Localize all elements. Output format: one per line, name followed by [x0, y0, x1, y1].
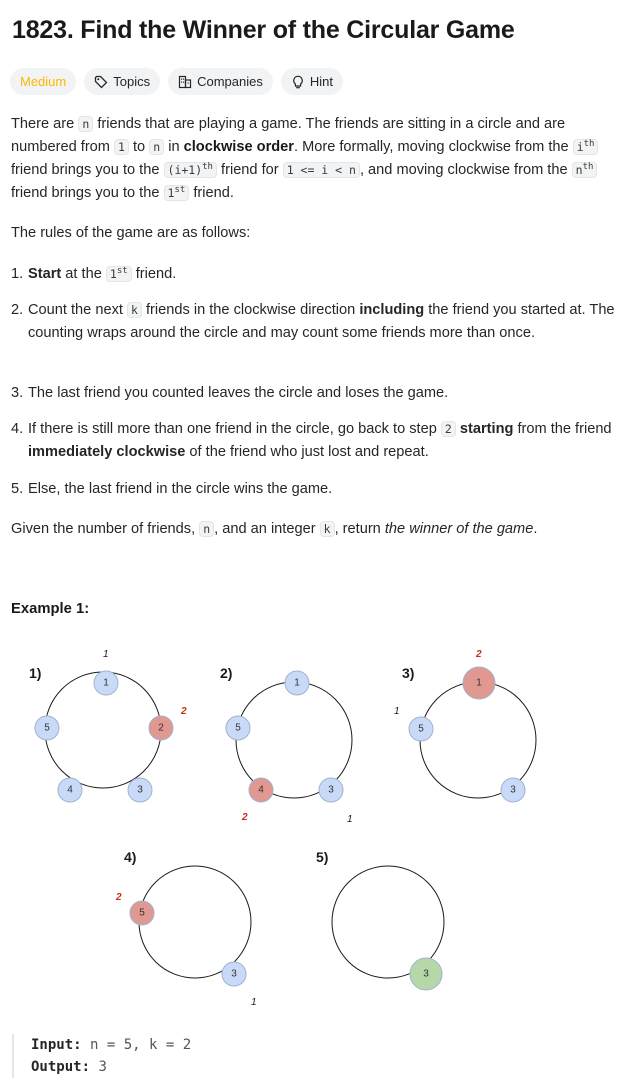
friend-node	[57, 777, 83, 803]
building-icon	[179, 75, 192, 88]
svg-text:5: 5	[139, 908, 145, 919]
code-range: 1 <= i < n	[282, 162, 360, 178]
friend-node	[500, 777, 526, 803]
rule-item: 1. Start at the 1st friend.	[11, 266, 177, 282]
friend-node-winner	[409, 957, 443, 991]
input-label: Input:	[31, 1037, 82, 1053]
step-1: 1) 1 2 3 4 5 1 2	[29, 649, 187, 803]
topics-label: Topics	[113, 74, 151, 89]
step-5: 5) 3	[316, 849, 445, 991]
code-n-th: nth	[571, 162, 598, 178]
example-heading: Example 1:	[11, 601, 90, 617]
code-k: k	[319, 521, 335, 537]
step-label: 5)	[316, 849, 328, 865]
svg-text:1: 1	[103, 678, 109, 689]
friend-node	[34, 715, 60, 741]
svg-text:4: 4	[258, 785, 264, 796]
svg-text:5: 5	[44, 723, 50, 734]
step-label: 4)	[124, 849, 136, 865]
svg-text:4: 4	[67, 785, 73, 796]
count-label: 1	[103, 649, 109, 660]
rule-item: 4. If there is still more than one frien…	[11, 421, 612, 460]
code-1st: 1st	[105, 266, 132, 282]
companies-label: Companies	[197, 74, 263, 89]
friend-node	[408, 716, 434, 742]
output-label: Output:	[31, 1059, 91, 1075]
step-4: 4) 3 5 1 2	[115, 849, 257, 1008]
step-2: 2) 1 3 4 5 1 2	[220, 665, 353, 825]
friend-node	[318, 777, 344, 803]
svg-text:5: 5	[235, 723, 241, 734]
code-1: 1	[114, 139, 129, 155]
step-label: 1)	[29, 665, 41, 681]
code-k: k	[126, 302, 142, 318]
step-3: 3) 1 3 5 1 2	[394, 649, 537, 803]
lightbulb-icon	[293, 75, 303, 88]
svg-text:2: 2	[158, 723, 164, 734]
friend-node	[93, 670, 119, 696]
code-n: n	[149, 139, 165, 155]
count-label: 1	[347, 814, 353, 825]
friend-node-lost	[248, 777, 274, 803]
description-paragraph: There are n friends that are playing a g…	[11, 113, 629, 205]
problem-title: 1823. Find the Winner of the Circular Ga…	[12, 16, 515, 44]
tag-bar: Medium Topics Companies Hint	[10, 68, 343, 95]
svg-text:1: 1	[476, 678, 482, 689]
count-label: 1	[251, 997, 257, 1008]
friend-node	[225, 715, 251, 741]
svg-text:3: 3	[510, 785, 516, 796]
tag-icon	[95, 75, 108, 88]
friend-node-lost	[462, 666, 496, 700]
svg-text:3: 3	[137, 785, 143, 796]
input-value: n = 5, k = 2	[90, 1037, 192, 1053]
code-1st: 1st	[163, 185, 190, 201]
output-value: 3	[98, 1059, 107, 1075]
code-n: n	[78, 116, 94, 132]
example-io: Input: n = 5, k = 2 Output: 3	[12, 1034, 191, 1078]
count-label-final: 2	[115, 892, 122, 903]
count-label: 1	[394, 706, 400, 717]
companies-button[interactable]: Companies	[168, 68, 273, 95]
friend-node	[221, 961, 247, 987]
friend-node-lost	[129, 900, 155, 926]
code-i-th: ith	[572, 139, 599, 155]
count-label-final: 2	[180, 706, 187, 717]
step-label: 2)	[220, 665, 232, 681]
svg-text:1: 1	[294, 678, 300, 689]
friend-node	[284, 670, 310, 696]
rule-item: 5. Else, the last friend in the circle w…	[11, 481, 333, 497]
code-2: 2	[440, 421, 456, 437]
rules-intro: The rules of the game are as follows:	[11, 225, 251, 241]
code-i-plus-1-th: (i+1)th	[163, 162, 217, 178]
topics-button[interactable]: Topics	[84, 68, 161, 95]
svg-text:3: 3	[423, 969, 429, 980]
rule-item: 2. Count the next k friends in the clock…	[11, 302, 615, 341]
svg-text:5: 5	[418, 724, 424, 735]
svg-text:3: 3	[328, 785, 334, 796]
count-label-final: 2	[241, 812, 248, 823]
hint-button[interactable]: Hint	[280, 68, 343, 95]
code-n: n	[199, 521, 215, 537]
friend-node-lost	[148, 715, 174, 741]
rule-item: 3. The last friend you counted leaves th…	[11, 385, 449, 401]
task-paragraph: Given the number of friends, n, and an i…	[11, 521, 538, 537]
friend-node	[127, 777, 153, 803]
difficulty-badge: Medium	[10, 68, 77, 95]
hint-label: Hint	[309, 74, 333, 89]
step-label: 3)	[402, 665, 414, 681]
svg-text:3: 3	[231, 969, 237, 980]
count-label-final: 2	[475, 649, 482, 660]
